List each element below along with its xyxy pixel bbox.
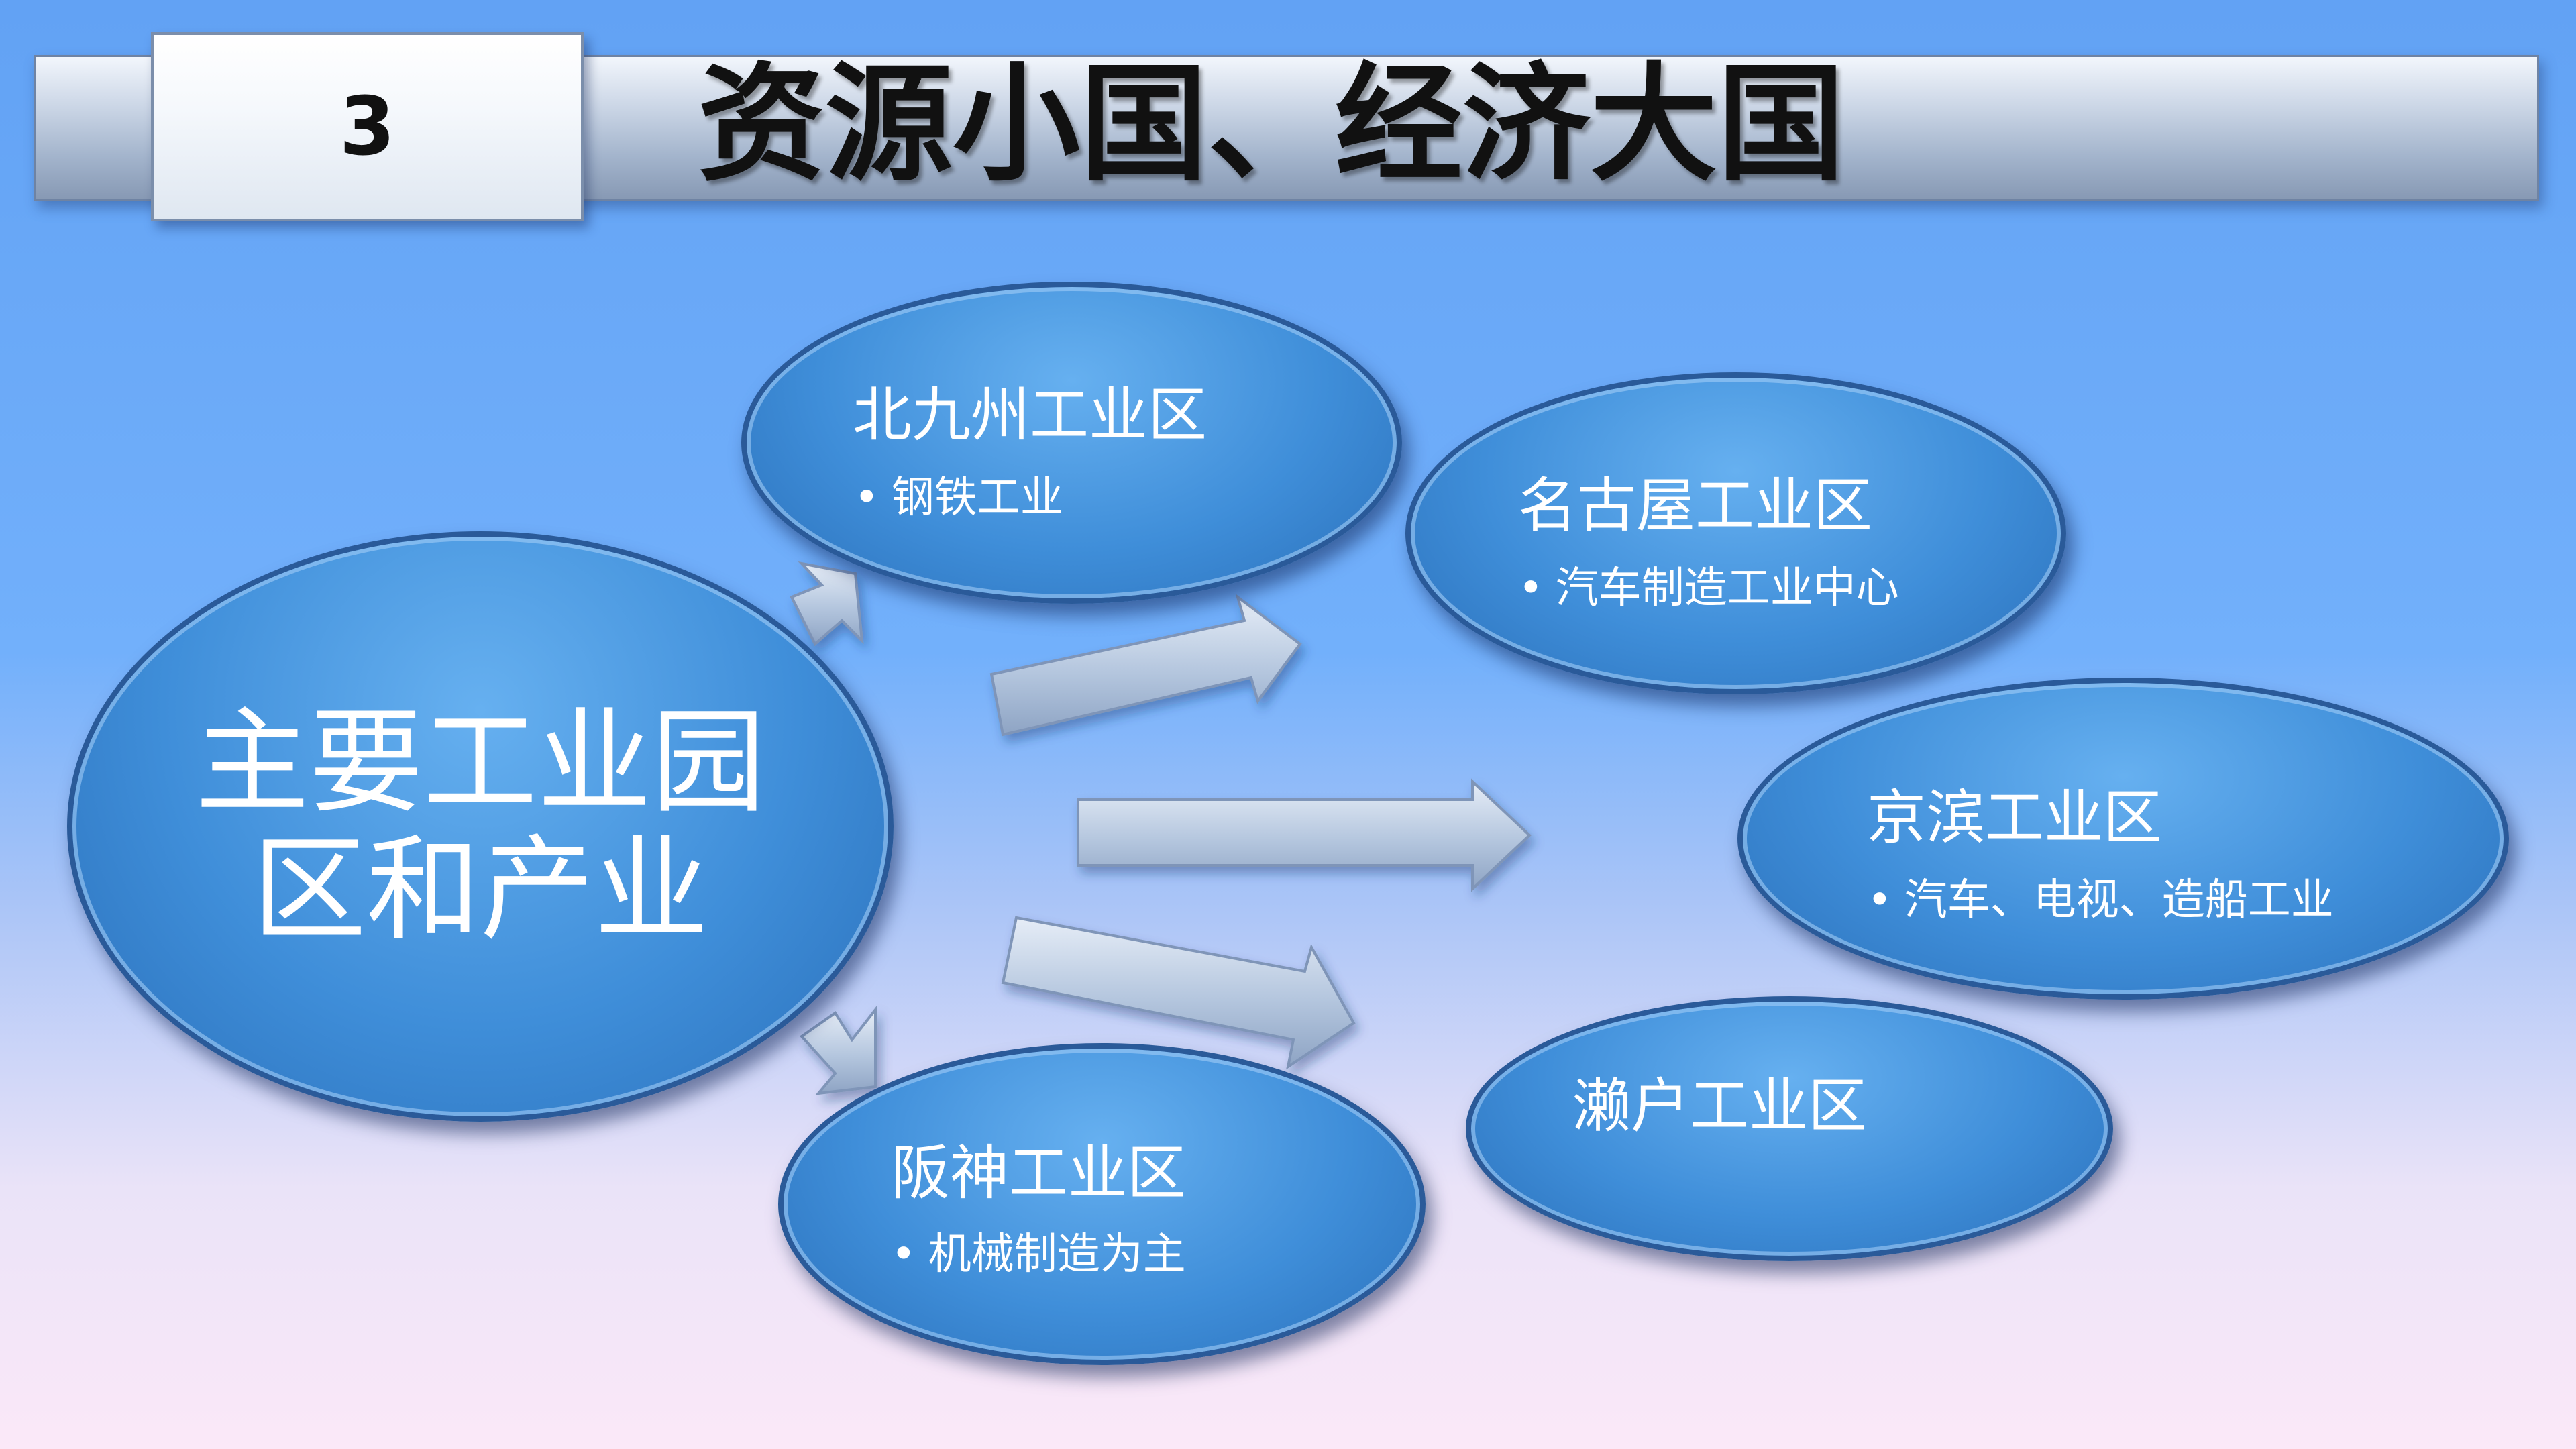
arrow-to-keihin xyxy=(1077,778,1532,892)
region-title: 阪神工业区 xyxy=(891,1138,1187,1208)
region-bullet: •钢铁工业 xyxy=(854,463,1063,525)
region-oval-setouchi: 濑户工业区 xyxy=(1466,996,2113,1261)
bullet-dot: • xyxy=(891,1230,916,1279)
region-title: 濑户工业区 xyxy=(1572,1071,1868,1140)
region-bullet-text: 汽车、电视、造船工业 xyxy=(1904,875,2334,925)
section-number-box: 3 xyxy=(151,32,584,221)
bullet-dot: • xyxy=(1518,564,1544,613)
main-industrial-areas-oval: 主要工业园区和产业 xyxy=(67,531,894,1122)
region-oval-keihin: 京滨工业区 •汽车、电视、造船工业 xyxy=(1737,678,2509,1000)
region-oval-kitakyushu: 北九州工业区 •钢铁工业 xyxy=(741,282,1402,604)
region-oval-nagoya: 名古屋工业区 •汽车制造工业中心 xyxy=(1405,372,2066,694)
arrow-to-hanshin xyxy=(799,1006,877,1095)
region-title: 北九州工业区 xyxy=(853,380,1208,449)
center-label: 主要工业园区和产业 xyxy=(195,696,765,957)
region-bullet: •机械制造为主 xyxy=(891,1220,1186,1281)
section-number: 3 xyxy=(339,80,396,174)
region-bullet-text: 汽车制造工业中心 xyxy=(1555,564,1899,613)
slide-title: 资源小国、经济大国 xyxy=(698,49,1845,199)
region-bullet: •汽车、电视、造船工业 xyxy=(1867,865,2334,927)
bullet-dot: • xyxy=(1867,875,1892,925)
arrow-to-setouchi xyxy=(1001,916,1356,1070)
region-oval-hanshin: 阪神工业区 •机械制造为主 xyxy=(778,1043,1426,1365)
region-bullet: •汽车制造工业中心 xyxy=(1518,553,1899,615)
region-bullet-text: 钢铁工业 xyxy=(891,473,1063,523)
region-bullet-text: 机械制造为主 xyxy=(928,1230,1186,1279)
arrow-to-nagoya xyxy=(989,593,1302,737)
region-title: 京滨工业区 xyxy=(1867,783,2163,852)
region-title: 名古屋工业区 xyxy=(1518,471,1873,540)
arrow-to-kitakyushu xyxy=(790,561,864,647)
bullet-dot: • xyxy=(854,473,879,523)
